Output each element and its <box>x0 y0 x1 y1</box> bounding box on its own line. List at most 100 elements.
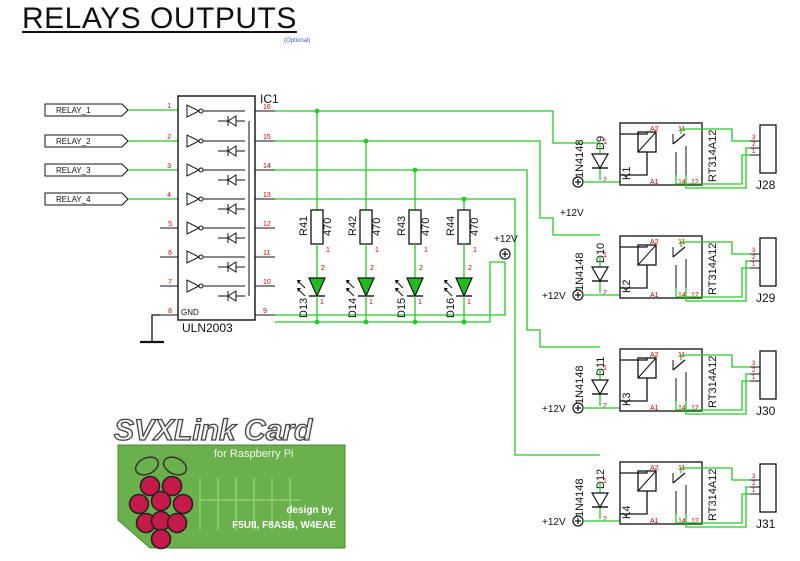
buffer-gate <box>186 192 201 206</box>
diode-ref: D9 <box>595 136 607 150</box>
pin-number: 16 <box>263 104 271 111</box>
freewheel-diode <box>590 153 610 170</box>
pin-number: 11 <box>263 250 270 257</box>
pin-number: 1 <box>603 478 607 485</box>
pin-number: 8 <box>168 308 172 315</box>
diode-ref: D12 <box>595 469 607 489</box>
pin-number: 2 <box>603 403 607 410</box>
input-port-4: RELAY_4 4 <box>44 192 178 206</box>
led-ref: D15 <box>396 298 408 318</box>
wire <box>675 154 750 185</box>
raspberry-logo <box>128 456 194 550</box>
wire <box>680 354 750 368</box>
pin-number: 7 <box>168 279 172 286</box>
internal-diode <box>227 174 237 186</box>
line <box>445 289 453 297</box>
pin-number: 2 <box>321 265 325 272</box>
port-shape <box>44 103 129 117</box>
raspberry-drupe <box>172 493 194 515</box>
led-arrow-head <box>395 280 399 284</box>
connector-ref: J31 <box>756 517 776 531</box>
line <box>445 281 453 289</box>
pin-number: 4 <box>167 192 171 199</box>
led-ref: D13 <box>298 298 310 318</box>
internal-diode <box>227 115 237 127</box>
raspberry-drupe <box>150 490 172 512</box>
led-arrow-head <box>395 288 399 292</box>
line <box>347 289 355 297</box>
relay-ref: K1 <box>621 167 633 180</box>
diode-part: 1N4148 <box>574 252 586 291</box>
resistor-ref: R43 <box>396 216 408 236</box>
line <box>637 470 657 492</box>
pin-number: 9 <box>263 308 267 315</box>
port-shape <box>44 192 129 206</box>
buffer-gate <box>186 163 201 177</box>
relay-part: RT314A12 <box>707 469 719 521</box>
wire <box>620 245 648 248</box>
supply-label: +12V <box>542 291 566 302</box>
bus-wires <box>275 110 600 456</box>
pin-number: 1 <box>369 299 373 306</box>
connector-body <box>759 237 777 287</box>
port-label: RELAY_4 <box>56 195 91 204</box>
led-ref: D16 <box>445 298 457 318</box>
junction-dot <box>363 138 369 144</box>
pin-number: 1 <box>752 149 756 155</box>
pin-number: 1 <box>320 299 324 306</box>
relay-body <box>619 122 703 186</box>
relay-ref: K4 <box>621 506 633 519</box>
wire <box>680 128 750 142</box>
supply-symbol <box>572 402 584 414</box>
connector-body <box>759 463 777 513</box>
led-ref: D14 <box>347 298 359 318</box>
wire <box>275 140 600 236</box>
raspberry-drupe <box>166 512 188 534</box>
pin-number: 1 <box>752 488 756 494</box>
resistor-value: 470 <box>420 218 432 236</box>
wire <box>685 147 750 189</box>
logo-subtitle: for Raspberry Pi <box>214 448 293 460</box>
wire <box>685 260 750 302</box>
pin-number: 1 <box>424 247 428 254</box>
led-supply: +12V <box>494 234 518 260</box>
port-label: RELAY_2 <box>56 137 91 146</box>
wire <box>685 373 750 415</box>
freewheel-diode <box>590 379 610 396</box>
led-body <box>308 277 326 298</box>
pin-number: 2 <box>370 265 374 272</box>
pin-number: 1 <box>473 247 477 254</box>
inverter-bubble <box>198 283 204 289</box>
pin-number: 2 <box>752 255 756 261</box>
pin-number: 2 <box>468 265 472 272</box>
line <box>347 281 355 289</box>
logo-credit-2: F5UII, F8ASB, W4EAE <box>232 520 336 531</box>
wire <box>680 241 750 255</box>
pin-number: 12 <box>691 292 699 299</box>
raspberry-drupe <box>128 493 150 515</box>
pin-number: 1 <box>603 365 607 372</box>
pin-number: 1 <box>375 247 379 254</box>
pin-number: 1 <box>418 299 422 306</box>
pin-number: 2 <box>603 177 607 184</box>
buffer-gate <box>186 221 201 235</box>
pin-number: 14 <box>678 405 686 412</box>
pin-number: 10 <box>263 279 271 286</box>
port-label: RELAY_3 <box>56 166 91 175</box>
relay-part: RT314A12 <box>707 130 719 182</box>
pin-number: A1 <box>650 518 659 525</box>
connector-body <box>759 350 777 400</box>
pin-number: 3 <box>752 361 756 367</box>
raspberry-leaf <box>162 456 188 476</box>
wire <box>620 132 648 135</box>
resistor-value: 470 <box>322 218 334 236</box>
line <box>637 131 657 153</box>
